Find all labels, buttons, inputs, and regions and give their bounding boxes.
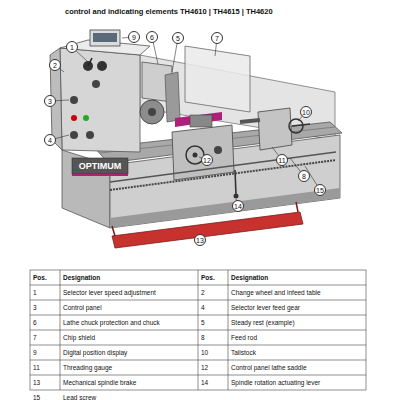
callout-circle: 13 — [194, 234, 206, 246]
callout-number: 15 — [316, 187, 324, 194]
table-cell: 9 — [33, 345, 37, 360]
callout-circle: 2 — [49, 59, 61, 71]
callout-circle: 8 — [298, 170, 310, 182]
callout-number: 4 — [48, 137, 52, 144]
callout-circle: 9 — [128, 31, 140, 43]
callout-number: 10 — [302, 109, 310, 116]
table-cell: 4 — [201, 300, 205, 315]
callout-number: 1 — [70, 44, 74, 51]
callout-circle: 4 — [44, 134, 56, 146]
table-cell: 14 — [201, 375, 208, 390]
table-cell: 2 — [201, 285, 205, 300]
table-cell: 13 — [33, 375, 40, 390]
table-cell: Steady rest (example) — [231, 315, 295, 330]
table-cell: Spindle rotation actuating lever — [231, 375, 320, 390]
table-cell: Change wheel and infeed table — [231, 285, 321, 300]
callout-number: 6 — [150, 34, 154, 41]
table-cell: Lathe chuck protection and chuck — [63, 315, 160, 330]
callout-circle: 6 — [146, 31, 158, 43]
callout-circle: 15 — [314, 184, 326, 196]
callout-number: 7 — [215, 35, 219, 42]
table-cell: Lead screw — [63, 390, 96, 400]
diagram-title: control and indicating elements TH4610 |… — [65, 7, 273, 16]
table-cell: Threading gauge — [63, 360, 112, 375]
table-cell: Digital position display — [63, 345, 127, 360]
callout-number: 5 — [176, 35, 180, 42]
table-header: Designation — [63, 270, 100, 285]
callout-circle: 10 — [300, 106, 312, 118]
table-header: Pos. — [201, 270, 215, 285]
table-cell: Control panel lathe saddle — [231, 360, 307, 375]
table-cell: 10 — [201, 345, 208, 360]
callout-circle: 12 — [201, 154, 213, 166]
callout-circle: 11 — [276, 154, 288, 166]
callout-number: 3 — [48, 98, 52, 105]
callout-circle: 1 — [66, 41, 78, 53]
table-cell: 15 — [33, 390, 40, 400]
table-cell: Selector lever speed adjustment — [63, 285, 156, 300]
callout-number: 12 — [203, 157, 211, 164]
table-cell: 8 — [201, 330, 205, 345]
table-cell: 1 — [33, 285, 37, 300]
table-header: Designation — [231, 270, 268, 285]
table-cell: Chip shield — [63, 330, 95, 345]
table-cell: 6 — [33, 315, 37, 330]
brand-logo: OPTIMUM — [79, 158, 122, 174]
table-header: Pos. — [33, 270, 47, 285]
callout-circle: 14 — [232, 200, 244, 212]
table-cell: Control panel — [63, 300, 102, 315]
callout-number: 13 — [196, 237, 204, 244]
callout-circle: 5 — [172, 32, 184, 44]
table-cell: Tailstock — [231, 345, 256, 360]
table-cell: 5 — [201, 315, 205, 330]
callout-number: 8 — [302, 173, 306, 180]
callout-circle: 3 — [44, 95, 56, 107]
callout-circle: 7 — [211, 32, 223, 44]
table-cell: 3 — [33, 300, 37, 315]
table-cell: Feed rod — [231, 330, 257, 345]
callout-number: 9 — [132, 34, 136, 41]
table-cell: Selector lever feed gear — [231, 300, 300, 315]
callout-number: 14 — [234, 203, 242, 210]
table-cell: 11 — [33, 360, 40, 375]
table-cell: 7 — [33, 330, 37, 345]
callout-number: 11 — [278, 157, 285, 164]
table-cell: Mechanical spindle brake — [63, 375, 136, 390]
table-cell: 12 — [201, 360, 208, 375]
callout-number: 2 — [53, 62, 57, 69]
